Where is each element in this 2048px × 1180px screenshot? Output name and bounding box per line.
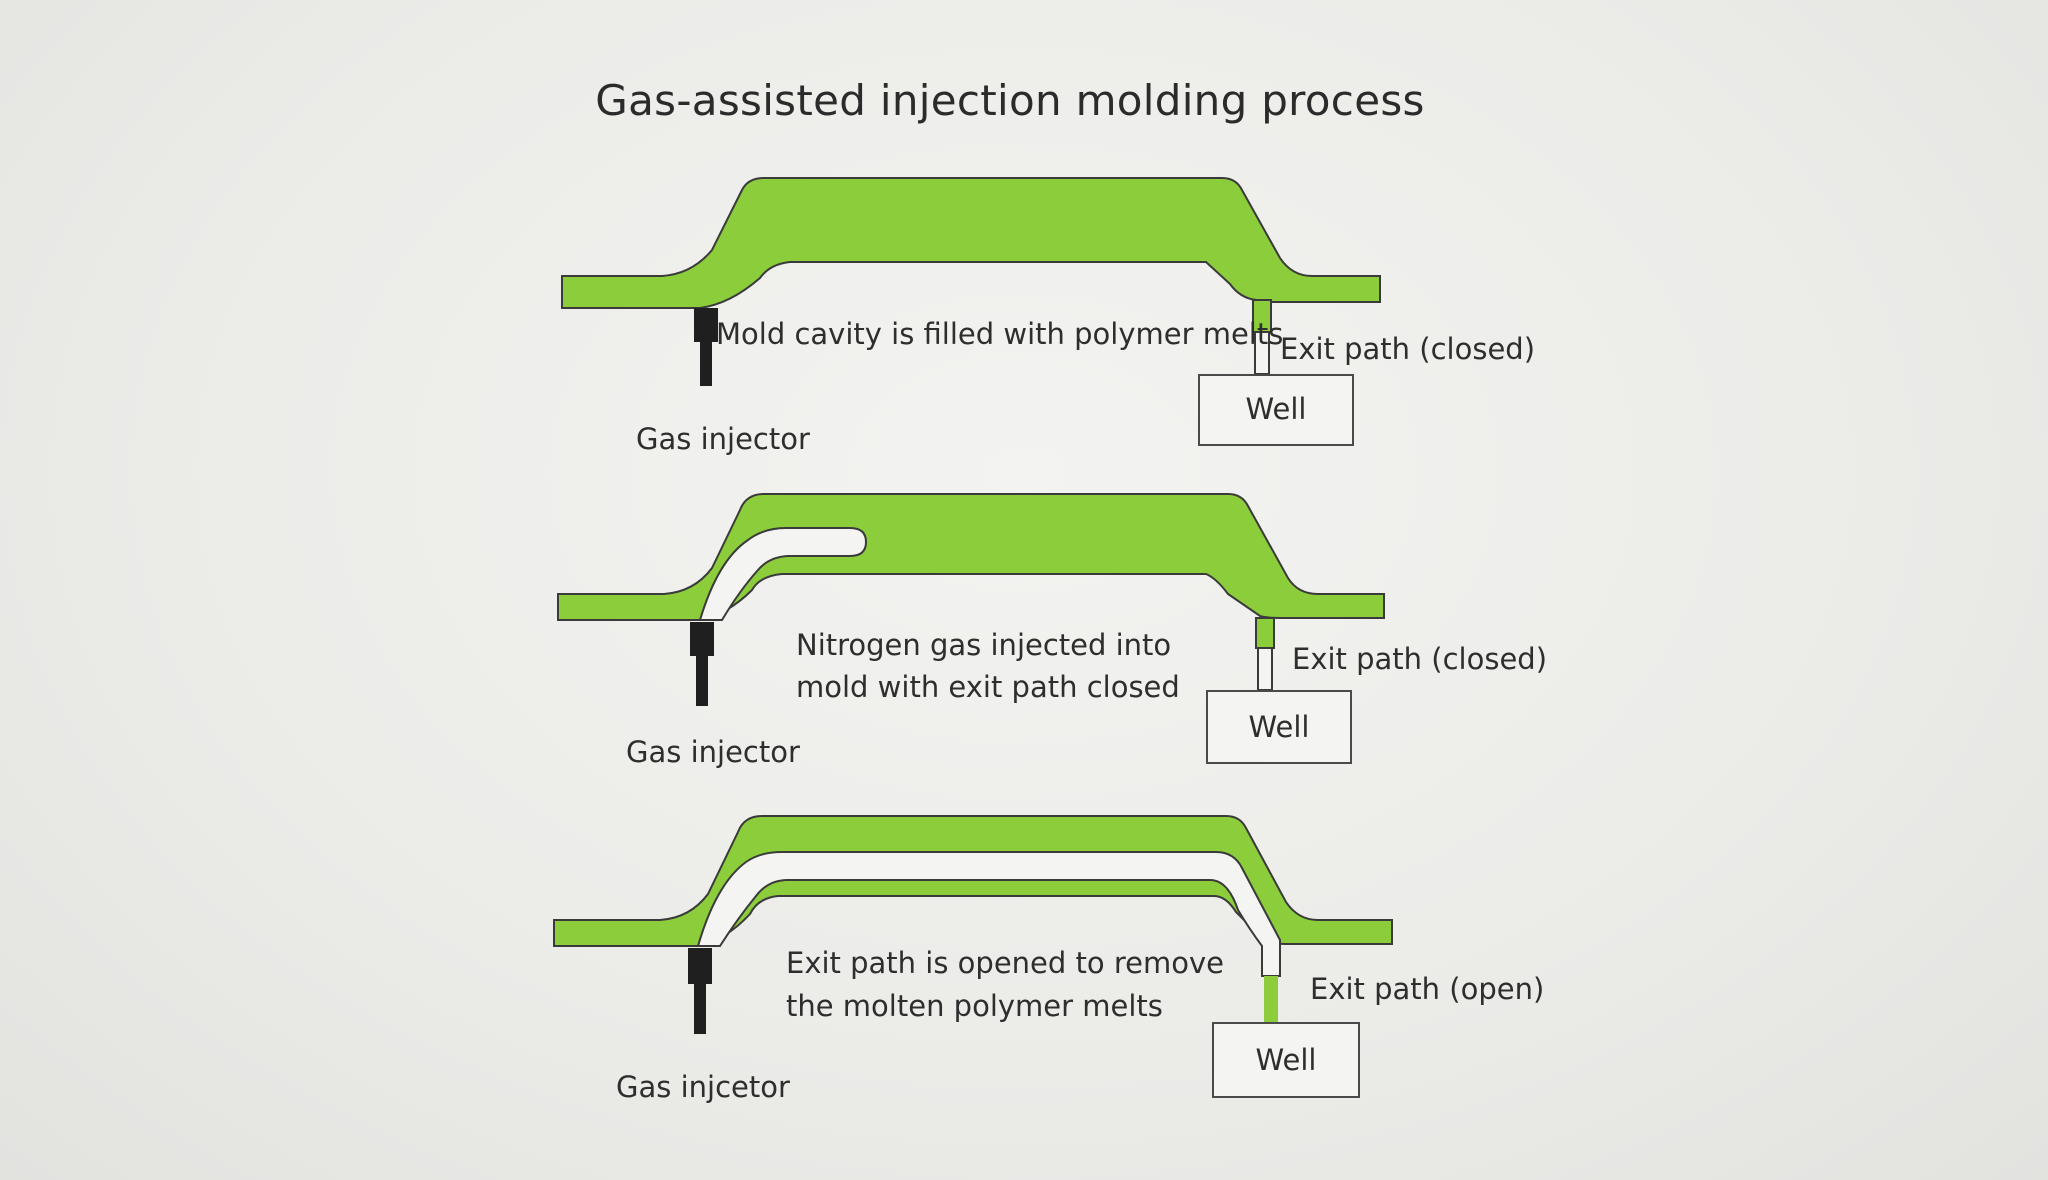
- stage-2-well: Well: [1206, 690, 1352, 764]
- stage-1-injector-label: Gas injector: [636, 422, 810, 456]
- diagram-title: Gas-assisted injection molding process: [595, 76, 1425, 125]
- stage-3-gas-channel: [696, 851, 1281, 977]
- stage-1-injector-rod: [700, 340, 712, 386]
- stage-1-well: Well: [1198, 374, 1354, 446]
- stage-3-well: Well: [1212, 1022, 1360, 1098]
- stage-2-diagram: [557, 493, 1385, 706]
- stage-3-injector-label: Gas injcetor: [616, 1070, 790, 1104]
- stage-3-injector-rod: [694, 982, 706, 1034]
- stage-2-exit-label: Exit path (closed): [1292, 642, 1548, 676]
- stage-1-injector-head: [694, 308, 718, 342]
- stage-1-well-label: Well: [1245, 392, 1307, 426]
- stage-3-well-label: Well: [1255, 1043, 1317, 1077]
- stage-1-caption: Mold cavity is filled with polymer melts: [716, 317, 1284, 351]
- stage-3-exit-label: Exit path (open): [1310, 972, 1545, 1006]
- stage-2-gas-channel: [698, 527, 868, 621]
- stage-3-diagram: [553, 815, 1393, 1034]
- stage-1-exit-label: Exit path (closed): [1280, 332, 1536, 366]
- stage-2-well-label: Well: [1248, 710, 1310, 744]
- stage-3-injector-head: [688, 948, 712, 984]
- stage-2-caption-line-1: Nitrogen gas injected into: [796, 628, 1172, 662]
- stage-1-diagram: [561, 177, 1381, 386]
- stage-3-caption-line-1: Exit path is opened to remove: [786, 946, 1224, 980]
- stage-2-exit-path: [1257, 647, 1273, 691]
- stage-2-injector-rod: [696, 654, 708, 706]
- stage-2-caption-line-2: mold with exit path closed: [796, 670, 1180, 704]
- stage-2-injector-head: [690, 622, 714, 656]
- stage-2-exit-stub: [1255, 617, 1275, 649]
- stage-2-injector-label: Gas injector: [626, 735, 800, 769]
- stage-3-caption-line-2: the molten polymer melts: [786, 989, 1163, 1023]
- stage-2-polymer-part: [557, 493, 1385, 621]
- stage-3-exit-path-open: [1264, 976, 1278, 1024]
